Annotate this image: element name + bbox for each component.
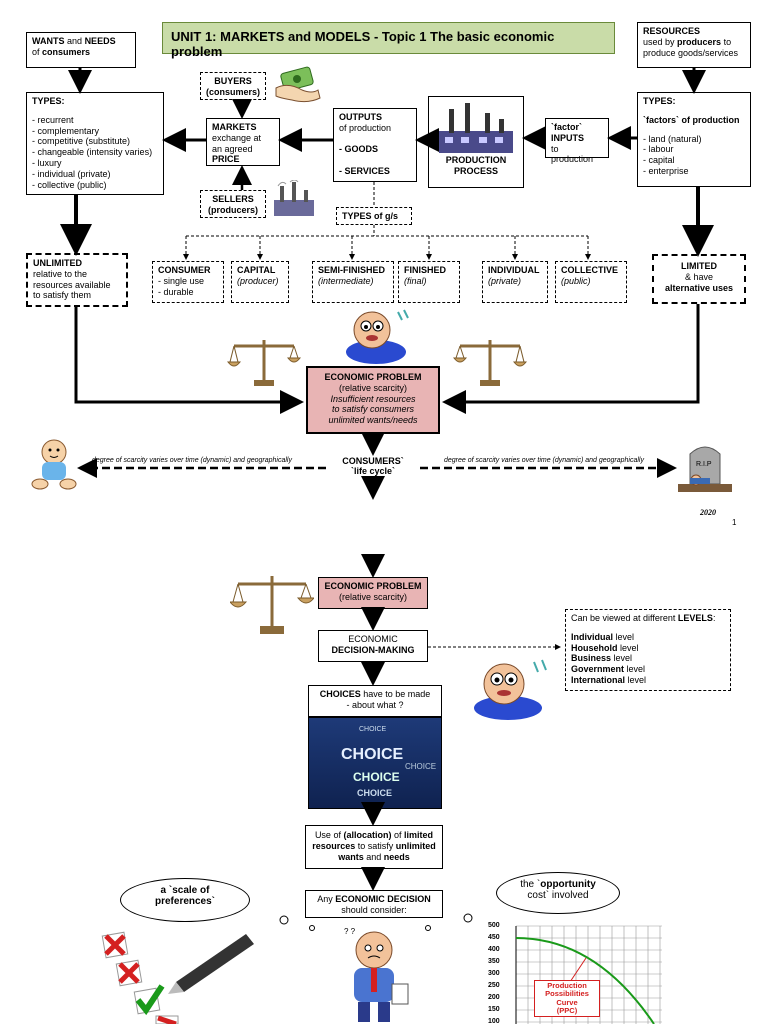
ppc-ytick: 200: [488, 994, 500, 1001]
thought-bubble-dots: [279, 913, 473, 931]
ppc-chart: 500 450 400 350 300 250 200 150 100 Prod…: [486, 922, 668, 1025]
worried-man-icon: [346, 309, 409, 364]
checklist-pen-icon: [101, 931, 254, 1024]
scarcity-note-right: degree of scarcity varies over time (dyn…: [444, 457, 644, 464]
outputs-box: OUTPUTS of production - GOODS - SERVICES: [333, 108, 417, 182]
level-item: Household level: [571, 642, 639, 653]
thought-cloud-preferences: a `scale of preferences`: [120, 878, 250, 922]
level-item: Business level: [571, 653, 633, 664]
baby-icon: [31, 439, 77, 490]
gravestone-icon: R.I.P: [678, 446, 732, 492]
year-label: 2020: [700, 508, 716, 517]
resource-type-item: labour: [643, 144, 745, 155]
ppc-ytick: 500: [488, 922, 500, 929]
markets-box: MARKETS exchange at an agreed PRICE: [206, 118, 280, 166]
resource-type-item: enterprise: [643, 166, 745, 177]
economic-problem-box: ECONOMIC PROBLEM (relative scarcity) Ins…: [306, 366, 440, 434]
worried-man-icon: [474, 659, 547, 720]
inputs-box: `factor` INPUTS to production: [545, 118, 609, 164]
resource-type-item: land (natural): [643, 134, 745, 145]
unlimited-box: UNLIMITED relative to the resources avai…: [26, 253, 128, 307]
sellers-box: SELLERS(producers): [200, 190, 266, 218]
thought-cloud-opportunity-cost: the `opportunity cost` involved: [496, 872, 620, 914]
ppc-ytick: 350: [488, 958, 500, 965]
economic-problem-box-2: ECONOMIC PROBLEM (relative scarcity): [318, 577, 428, 609]
wants-type-item: individual (private): [32, 169, 158, 180]
ppc-ytick: 250: [488, 982, 500, 989]
decision-making-box: ECONOMIC DECISION-MAKING: [318, 630, 428, 662]
wants-type-item: collective (public): [32, 180, 158, 191]
category-consumer: CONSUMER- single use- durable: [152, 261, 224, 303]
choice-word-large: CHOICE: [341, 746, 404, 763]
money-hand-icon: [275, 66, 321, 103]
wants-type-item: competitive (substitute): [32, 136, 158, 147]
ppc-ytick: 450: [488, 934, 500, 941]
balance-scale-icon: [452, 340, 528, 386]
resources-box: RESOURCES used by producers to produce g…: [637, 22, 751, 68]
choices-box: CHOICES have to be made - about what ?: [308, 685, 442, 717]
factory-small-icon: [274, 180, 314, 216]
levels-box: Can be viewed at different LEVELS: Indiv…: [565, 609, 731, 691]
wants-type-item: luxury: [32, 158, 158, 169]
ppc-ytick: 150: [488, 1006, 500, 1013]
buyers-box: BUYERS(consumers): [200, 72, 266, 100]
category-capital: CAPITAL(producer): [231, 261, 289, 303]
choice-word: CHOICE: [359, 726, 387, 733]
category-collective: COLLECTIVE(public): [555, 261, 627, 303]
page-number: 1: [732, 518, 737, 527]
limited-box: LIMITED & have alternative uses: [652, 254, 746, 304]
consumers-life-cycle: CONSUMERS``life cycle`: [342, 456, 404, 477]
ppc-ytick: 300: [488, 970, 500, 977]
level-item: Individual level: [571, 631, 635, 642]
confused-man-icon: ? ?: [344, 927, 409, 1022]
ppc-ytick: 100: [488, 1018, 500, 1025]
svg-text:R.I.P: R.I.P: [696, 461, 712, 468]
wants-needs-box: WANTS and NEEDS of consumers: [26, 32, 136, 68]
level-item: International level: [571, 674, 647, 685]
economic-decision-box: Any ECONOMIC DECISION should consider:: [305, 890, 443, 918]
wants-type-item: changeable (intensity varies): [32, 147, 158, 158]
category-individual: INDIVIDUAL(private): [482, 261, 548, 303]
resource-type-item: capital: [643, 155, 745, 166]
choice-word: CHOICE: [357, 788, 393, 798]
wants-types-box: TYPES: recurrent complementary competiti…: [26, 92, 164, 195]
choice-word: CHOICE: [353, 770, 400, 784]
factory-icon: [439, 103, 513, 153]
ppc-label: Production Possibilities Curve (PPC): [534, 980, 600, 1017]
level-item: Government level: [571, 664, 646, 675]
balance-scale-icon: [230, 576, 314, 634]
scarcity-note-left: degree of scarcity varies over time (dyn…: [92, 457, 292, 464]
category-finished: FINISHED(final): [398, 261, 460, 303]
balance-scale-icon: [226, 340, 302, 386]
ppc-ytick: 400: [488, 946, 500, 953]
wants-type-item: recurrent: [32, 115, 158, 126]
choice-word: CHOICE: [405, 762, 437, 771]
page-title: UNIT 1: MARKETS and MODELS - Topic 1 The…: [162, 22, 615, 59]
choice-word-cloud-image: CHOICE CHOICE CHOICE CHOICE CHOICE: [308, 717, 442, 809]
wants-type-item: complementary: [32, 126, 158, 137]
resource-types-box: TYPES: `factors` of production land (nat…: [637, 92, 751, 187]
svg-text:? ?: ? ?: [344, 927, 356, 936]
allocation-box: Use of (allocation) of limited resources…: [305, 825, 443, 869]
types-gs-box: TYPES of g/s: [336, 207, 412, 225]
category-semi-finished: SEMI-FINISHED(intermediate): [312, 261, 394, 303]
